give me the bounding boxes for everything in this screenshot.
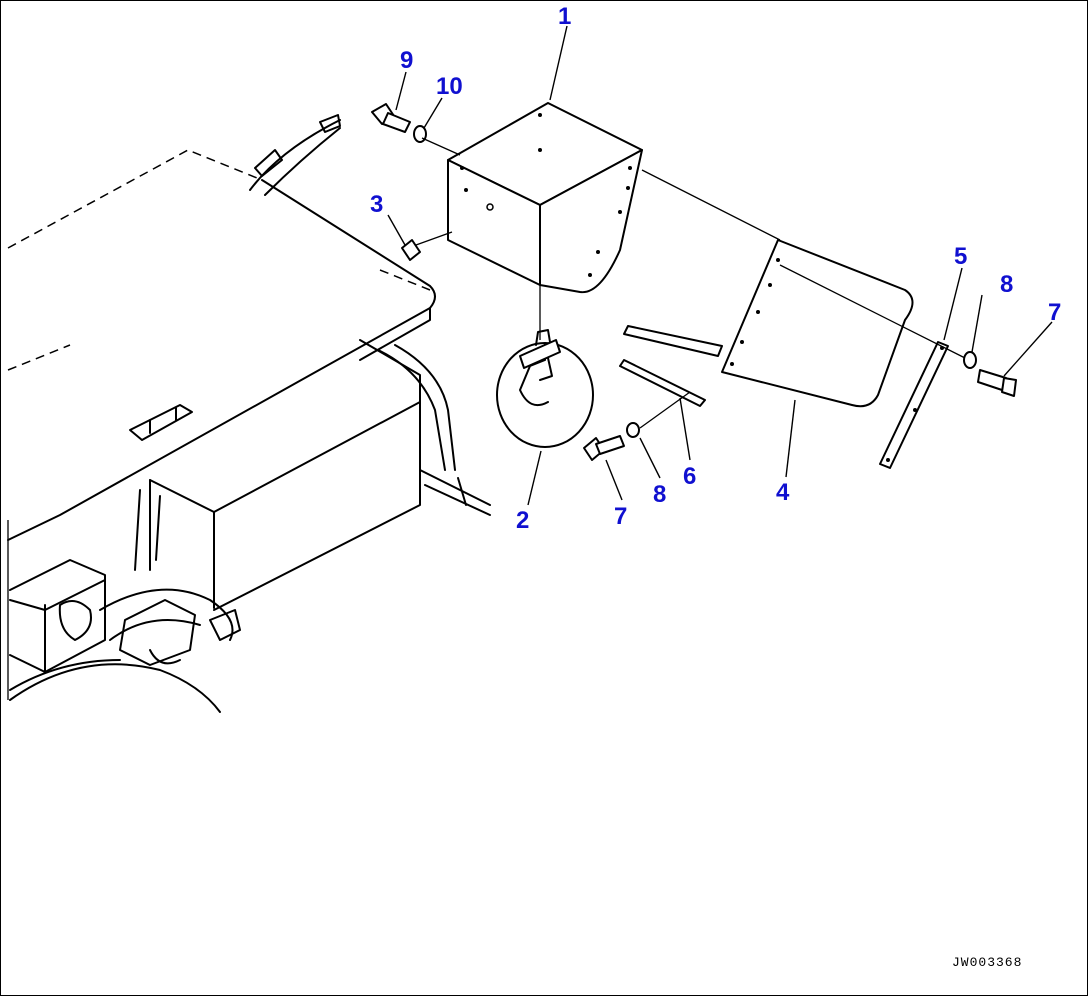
part-2-horn [496, 329, 594, 448]
fasteners [371, 103, 1017, 461]
callout-labels: 1 2 3 4 5 6 7 7 8 8 9 10 [370, 3, 1061, 534]
callout-8-left: 8 [653, 481, 666, 508]
callout-5: 5 [954, 243, 967, 270]
callout-10: 10 [436, 73, 463, 100]
callout-leaders [387, 25, 1053, 506]
part-1-cover [447, 102, 643, 294]
callout-8-right: 8 [1000, 271, 1013, 298]
machine-body [7, 114, 491, 713]
part-4-bracket [721, 239, 914, 408]
callout-9: 9 [400, 47, 413, 74]
callout-3: 3 [370, 191, 383, 218]
callout-7-right: 7 [1048, 299, 1061, 326]
callout-2: 2 [516, 507, 529, 534]
assembly-lines [415, 137, 966, 429]
callout-1: 1 [558, 3, 571, 30]
part-5-strap [879, 341, 949, 469]
callout-6: 6 [683, 463, 696, 490]
callout-4: 4 [776, 479, 790, 506]
part-6-strips [619, 325, 723, 407]
drawing-number: JW003368 [952, 955, 1022, 970]
callout-7-left: 7 [614, 503, 627, 530]
